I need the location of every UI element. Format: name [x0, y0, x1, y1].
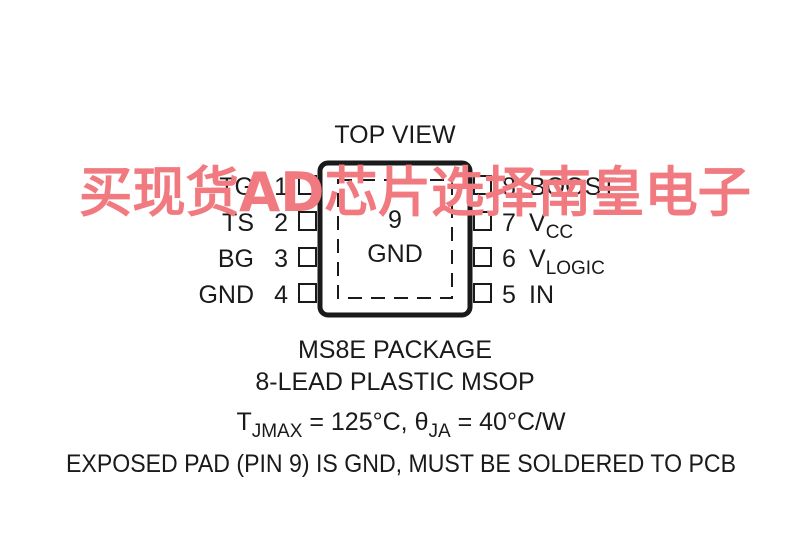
- pin-name-3: BG: [218, 245, 254, 273]
- top-view-label: TOP VIEW: [334, 121, 456, 149]
- pin-pad-7: [473, 211, 492, 231]
- pin-number-2: 2: [274, 209, 288, 237]
- package-name: MS8E PACKAGE: [298, 336, 492, 364]
- pin-number-8: 8: [502, 173, 516, 201]
- package-description: 8-LEAD PLASTIC MSOP: [255, 368, 534, 396]
- package-body: [317, 160, 473, 318]
- pin-pad-4: [298, 283, 317, 303]
- pin-name-2: TS: [222, 209, 254, 237]
- exposed-pad-number: 9: [388, 206, 402, 234]
- pin-number-5: 5: [502, 281, 516, 309]
- pin-pad-3: [298, 247, 317, 267]
- pin-name-1: TG: [219, 173, 254, 201]
- pin-name-8: BOOST: [529, 173, 617, 201]
- pin-number-4: 4: [274, 281, 288, 309]
- pin-pad-2: [298, 211, 317, 231]
- pin-number-3: 3: [274, 245, 288, 273]
- pin-pad-5: [473, 283, 492, 303]
- right-pins: 8 7 6 5 BOOST VCC VLOGIC IN: [473, 173, 617, 309]
- pin-name-7-subscript: CC: [546, 222, 573, 243]
- pin-name-5: IN: [529, 281, 554, 309]
- watermark-text: 买现货AD芯片选择南皇电子: [79, 161, 751, 224]
- pin-pad-1: [298, 175, 317, 195]
- pin-name-6: VLOGIC: [529, 245, 605, 279]
- pin-name-7: VCC: [529, 209, 573, 243]
- exposed-pad-note: EXPOSED PAD (PIN 9) IS GND, MUST BE SOLD…: [66, 450, 736, 478]
- pin-number-6: 6: [502, 245, 516, 273]
- pin-number-7: 7: [502, 209, 516, 237]
- pin-pad-8: [473, 175, 492, 195]
- exposed-pad-outline: [337, 179, 453, 299]
- pin-number-1: 1: [274, 173, 288, 201]
- pin-pad-6: [473, 247, 492, 267]
- pin-name-4: GND: [198, 281, 254, 309]
- left-pins: 1 2 3 4 TG TS BG GND: [198, 173, 317, 309]
- thermal-spec: TJMAX = 125°C, θJA = 40°C/W: [236, 408, 566, 442]
- pin-name-6-subscript: LOGIC: [546, 258, 605, 279]
- exposed-pad-name: GND: [367, 240, 423, 268]
